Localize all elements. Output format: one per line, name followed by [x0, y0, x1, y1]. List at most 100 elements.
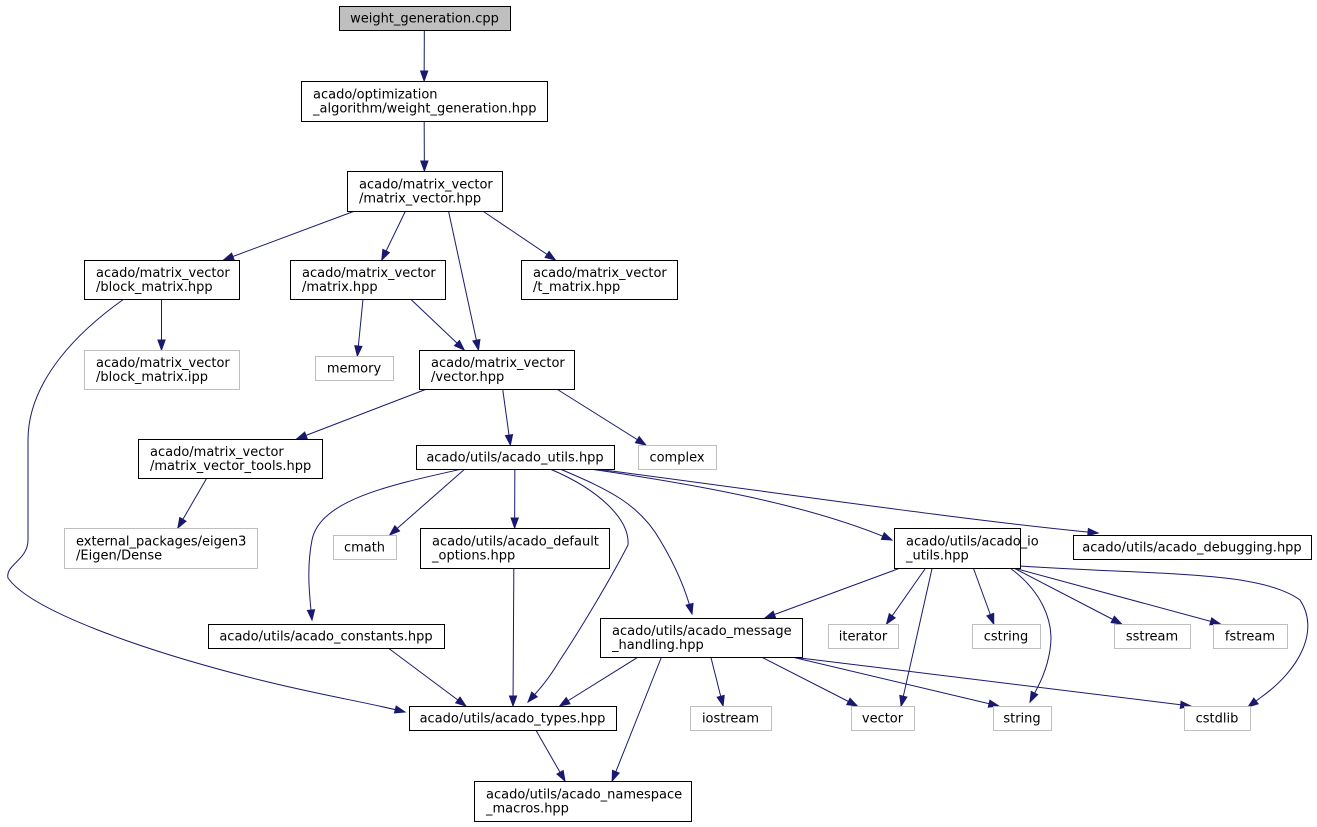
node-acado-default-options-hpp[interactable]: acado/utils/acado_default_options.hpp	[420, 528, 610, 569]
node-label-line: /block_matrix.hpp	[96, 280, 213, 295]
node-label-line: acado/utils/acado_default	[432, 535, 599, 550]
edge-acado-message-handling-hpp-to-acado-namespace-macros-hpp	[611, 656, 662, 783]
node-box	[290, 260, 446, 300]
arrowhead-icon	[1209, 617, 1222, 626]
arrowhead-icon	[1110, 615, 1123, 625]
node-vector-hpp[interactable]: acado/matrix_vector/vector.hpp	[419, 350, 575, 390]
node-acado-message-handling-hpp[interactable]: acado/utils/acado_message_handling.hpp	[600, 618, 803, 658]
edge-acado-io-utils-hpp-to-acado-message-handling-hpp	[763, 567, 901, 619]
node-box	[894, 528, 1021, 569]
arrowhead-icon	[388, 524, 401, 536]
edge-line	[764, 567, 901, 619]
arrowhead-icon	[558, 696, 571, 707]
node-acado-namespace-macros-hpp[interactable]: acado/utils/acado_namespace_macros.hpp	[474, 781, 692, 822]
node-label-line: fstream	[1225, 630, 1275, 645]
edge-acado-io-utils-hpp-to-iterator	[885, 567, 927, 626]
arrowhead-icon	[1087, 527, 1100, 537]
node-label-line: /matrix.hpp	[302, 280, 378, 295]
node-acado-utils-hpp[interactable]: acado/utils/acado_utils.hpp	[416, 445, 615, 470]
node-acado-debugging-hpp[interactable]: acado/utils/acado_debugging.hpp	[1073, 535, 1312, 560]
node-acado-constants-hpp[interactable]: acado/utils/acado_constants.hpp	[208, 624, 445, 649]
node-label-line: external_packages/eigen3	[76, 535, 246, 550]
node-label-line: acado/matrix_vector	[96, 356, 230, 371]
arrowhead-icon	[453, 339, 466, 352]
node-t-matrix-hpp[interactable]: acado/matrix_vector/t_matrix.hpp	[521, 260, 678, 300]
node-acado-types-hpp[interactable]: acado/utils/acado_types.hpp	[409, 706, 617, 731]
node-box	[1184, 706, 1251, 731]
edge-acado-utils-hpp-to-acado-io-utils-hpp	[589, 468, 894, 541]
arrowhead-icon	[899, 694, 908, 708]
edge-line	[512, 567, 515, 707]
arrowhead-icon	[454, 696, 468, 707]
edge-vector-hpp-to-acado-utils-hpp	[502, 388, 514, 447]
node-label-line: cstdlib	[1196, 712, 1239, 727]
arrowhead-icon	[472, 338, 481, 352]
node-label-line: _options.hpp	[431, 549, 515, 564]
arrowhead-icon	[419, 70, 429, 83]
node-string: string	[993, 706, 1052, 731]
arrowhead-icon	[611, 769, 621, 783]
edge-line	[7, 298, 406, 713]
node-label-line: acado/matrix_vector	[359, 178, 493, 193]
arrowhead-icon	[634, 435, 648, 446]
arrowhead-icon	[177, 516, 187, 530]
node-label-line: /matrix_vector_tools.hpp	[150, 459, 311, 474]
node-label-line: _utils.hpp	[905, 549, 969, 564]
node-label-line: weight_generation.cpp	[350, 12, 499, 27]
edge-acado-io-utils-hpp-to-fstream	[1013, 567, 1222, 626]
edge-acado-utils-hpp-to-acado-types-hpp	[527, 468, 629, 704]
node-matrix-vector-tools-hpp[interactable]: acado/matrix_vector/matrix_vector_tools.…	[138, 439, 323, 479]
node-label-line: acado/utils/acado_utils.hpp	[426, 451, 603, 466]
edge-acado-io-utils-hpp-to-cstdlib	[1019, 565, 1309, 708]
node-box	[851, 706, 915, 731]
node-box	[419, 350, 575, 390]
node-matrix-vector-hpp[interactable]: acado/matrix_vector/matrix_vector.hpp	[347, 171, 503, 212]
node-weight-generation-hpp[interactable]: acado/optimization_algorithm/weight_gene…	[301, 81, 548, 122]
edge-line	[791, 656, 1191, 707]
node-label-line: /matrix_vector.hpp	[359, 192, 481, 207]
node-box	[600, 618, 803, 658]
edge-line	[1013, 567, 1122, 625]
arrowhead-icon	[222, 252, 235, 261]
node-weight-generation-cpp[interactable]: weight_generation.cpp	[339, 6, 511, 31]
edge-line	[595, 468, 1099, 534]
arrowhead-icon	[986, 612, 995, 626]
edge-line	[296, 388, 427, 440]
arrowhead-icon	[1029, 690, 1039, 704]
node-acado-io-utils-hpp[interactable]: acado/utils/acado_io_utils.hpp	[894, 528, 1039, 569]
edge-line	[556, 388, 647, 446]
edge-matrix-hpp-to-memory	[354, 298, 364, 358]
edge-line	[589, 468, 893, 541]
node-box	[208, 624, 445, 649]
node-box	[972, 624, 1041, 649]
node-box	[84, 350, 240, 390]
edge-acado-io-utils-hpp-to-string	[1009, 567, 1052, 704]
node-matrix-hpp[interactable]: acado/matrix_vector/matrix.hpp	[290, 260, 446, 300]
edge-line	[900, 567, 933, 707]
arrowhead-icon	[885, 612, 897, 626]
arrowhead-icon	[556, 769, 566, 783]
arrowhead-icon	[763, 610, 777, 619]
node-box	[828, 624, 899, 649]
node-box	[638, 445, 717, 470]
edge-line	[1009, 567, 1052, 703]
arrowhead-icon	[685, 602, 694, 616]
node-box	[301, 81, 548, 122]
edge-vector-hpp-to-complex	[556, 388, 648, 446]
node-block-matrix-hpp[interactable]: acado/matrix_vector/block_matrix.hpp	[84, 260, 240, 300]
edge-acado-io-utils-hpp-to-cstring	[972, 567, 995, 626]
arrowhead-icon	[381, 248, 391, 262]
node-label-line: vector	[862, 712, 904, 727]
node-label-line: _handling.hpp	[611, 638, 704, 653]
nodes-layer: weight_generation.cpp acado/optimization_…	[64, 6, 1312, 822]
node-label-line: acado/utils/acado_message	[612, 624, 792, 639]
node-box	[64, 528, 258, 569]
edge-line	[389, 468, 466, 536]
node-label-line: cstring	[984, 630, 1028, 645]
node-box	[315, 356, 394, 381]
edge-acado-message-handling-hpp-to-string	[791, 656, 1001, 708]
node-label-line: /Eigen/Dense	[76, 549, 162, 564]
node-iostream: iostream	[690, 706, 772, 731]
node-memory: memory	[315, 356, 394, 381]
edge-vector-hpp-to-matrix-vector-tools-hpp	[295, 388, 427, 440]
